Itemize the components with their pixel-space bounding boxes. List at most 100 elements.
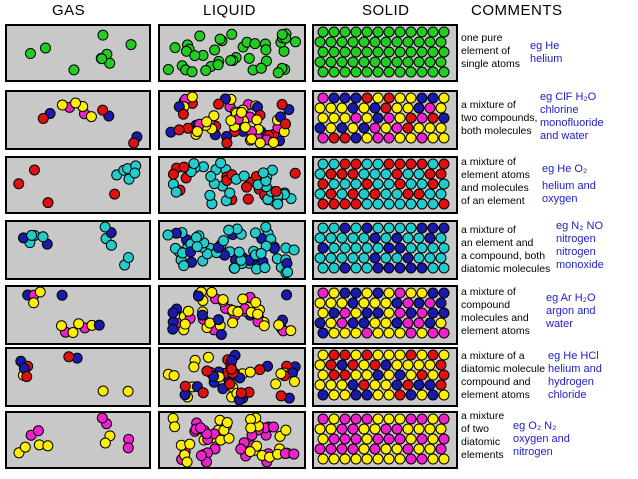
red-atom <box>383 92 395 104</box>
blue-atom <box>424 379 436 391</box>
yellow-atom <box>223 432 235 444</box>
magenta-atom <box>350 112 362 124</box>
yellow-atom <box>394 112 406 124</box>
green-atom <box>97 29 109 41</box>
cyan-atom <box>435 188 447 200</box>
yellow-atom <box>328 327 340 339</box>
blue-atom <box>435 297 447 309</box>
green-atom <box>68 64 80 76</box>
blue-atom <box>56 289 68 301</box>
cyan-atom <box>238 170 250 182</box>
blue-atom <box>350 132 362 144</box>
cyan-atom <box>358 232 370 244</box>
yellow-atom <box>405 92 417 104</box>
yellow-atom <box>221 417 233 429</box>
yellow-atom <box>438 132 450 144</box>
magenta-atom <box>122 442 134 454</box>
yellow-atom <box>361 453 373 465</box>
green-atom <box>339 66 351 78</box>
yellow-atom <box>413 122 425 134</box>
magenta-atom <box>394 287 406 299</box>
yellow-atom <box>67 327 79 339</box>
red-atom <box>276 98 288 110</box>
blue-atom <box>394 262 406 274</box>
red-atom <box>350 198 362 210</box>
cyan-atom <box>383 198 395 210</box>
yellow-atom <box>314 297 326 309</box>
red-atom <box>178 161 190 173</box>
yellow-atom <box>350 307 362 319</box>
green-atom <box>328 46 340 58</box>
yellow-atom <box>191 125 203 137</box>
cyan-atom <box>328 242 340 254</box>
yellow-atom <box>179 318 191 330</box>
red-atom <box>235 387 247 399</box>
green-atom <box>336 56 348 68</box>
blue-atom <box>438 222 450 234</box>
blue-atom <box>405 262 417 274</box>
yellow-atom <box>275 368 287 380</box>
cyan-atom <box>427 242 439 254</box>
magenta-atom <box>325 443 337 455</box>
blue-atom <box>358 317 370 329</box>
magenta-atom <box>372 132 384 144</box>
magenta-atom <box>314 443 326 455</box>
red-atom <box>394 178 406 190</box>
yellow-atom <box>435 317 447 329</box>
green-atom <box>358 56 370 68</box>
yellow-atom <box>405 369 417 381</box>
yellow-atom <box>28 297 40 309</box>
header-liquid: LIQUID <box>203 2 257 19</box>
red-atom <box>325 168 337 180</box>
red-atom <box>339 132 351 144</box>
red-atom <box>21 371 33 383</box>
green-atom <box>328 66 340 78</box>
magenta-atom <box>424 102 436 114</box>
yellow-atom <box>201 116 213 128</box>
red-atom <box>63 351 75 363</box>
blue-atom <box>281 289 293 301</box>
yellow-atom <box>424 359 436 371</box>
cyan-atom <box>170 186 182 198</box>
cyan-atom <box>336 232 348 244</box>
cyan-atom <box>266 164 278 176</box>
red-atom <box>405 349 417 361</box>
yellow-atom <box>34 286 46 298</box>
cyan-atom <box>380 232 392 244</box>
yellow-atom <box>394 92 406 104</box>
green-atom <box>162 64 174 76</box>
yellow-atom <box>361 132 373 144</box>
red-atom <box>402 379 414 391</box>
yellow-atom <box>427 433 439 445</box>
green-atom <box>413 56 425 68</box>
magenta-atom <box>416 132 428 144</box>
yellow-atom <box>97 385 109 397</box>
yellow-atom <box>413 443 425 455</box>
header-comments: COMMENTS <box>471 2 563 19</box>
magenta-atom <box>339 433 351 445</box>
green-atom <box>394 26 406 38</box>
green-atom <box>339 26 351 38</box>
magenta-atom <box>32 425 44 437</box>
solid-panel-row-3 <box>312 156 458 214</box>
panel-background <box>5 220 151 280</box>
yellow-atom <box>372 327 384 339</box>
liquid-panel-row-3 <box>158 156 306 214</box>
yellow-atom <box>244 366 256 378</box>
magenta-atom <box>317 132 329 144</box>
yellow-atom <box>336 297 348 309</box>
cyan-atom <box>188 158 200 170</box>
yellow-atom <box>56 99 68 111</box>
red-atom <box>37 113 49 125</box>
yellow-atom <box>328 453 340 465</box>
cyan-atom <box>383 222 395 234</box>
red-atom <box>328 349 340 361</box>
cyan-atom <box>391 188 403 200</box>
yellow-atom <box>372 389 384 401</box>
magenta-atom <box>435 443 447 455</box>
yellow-atom <box>42 440 54 452</box>
cyan-atom <box>249 227 261 239</box>
yellow-atom <box>181 456 193 468</box>
cyan-atom <box>427 198 439 210</box>
